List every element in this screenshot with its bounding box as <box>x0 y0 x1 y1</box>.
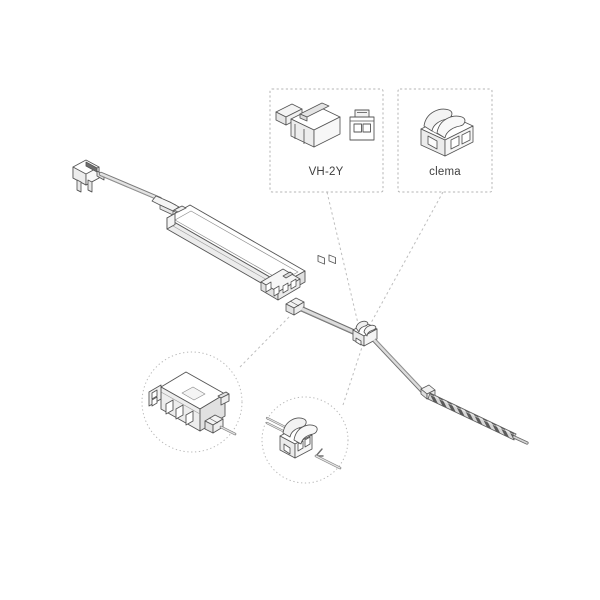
circle-callout-clema-splice[interactable] <box>261 396 349 484</box>
leader-driver-circle <box>239 315 291 368</box>
clema-connector-inline <box>352 320 378 347</box>
driver-detail-contents <box>148 371 237 436</box>
vh2y-label: VH-2Y <box>309 166 344 178</box>
leader-clema-circle <box>342 340 365 406</box>
leader-clema <box>365 191 444 333</box>
mains-cable <box>98 171 163 202</box>
leader-lines <box>239 191 444 406</box>
vh2y-plug-isometric <box>275 102 341 265</box>
circle-callout-driver-output[interactable] <box>141 351 243 453</box>
output-cable-segment-1 <box>300 306 358 336</box>
clema-label: clema <box>429 166 461 178</box>
mains-power-plug <box>72 159 105 193</box>
callout-box-vh2y[interactable]: VH-2Y <box>269 88 384 265</box>
leader-vh2y <box>326 191 361 333</box>
driver-output-sockets <box>260 268 301 301</box>
vh2y-front-view-2pin <box>349 109 375 141</box>
callout-box-clema[interactable]: clema <box>397 88 493 193</box>
output-cable-segment-2 <box>372 338 426 395</box>
clema-detail-contents <box>265 416 342 470</box>
led-strip-segment <box>427 392 529 445</box>
clema-terminal-isometric <box>420 108 474 157</box>
